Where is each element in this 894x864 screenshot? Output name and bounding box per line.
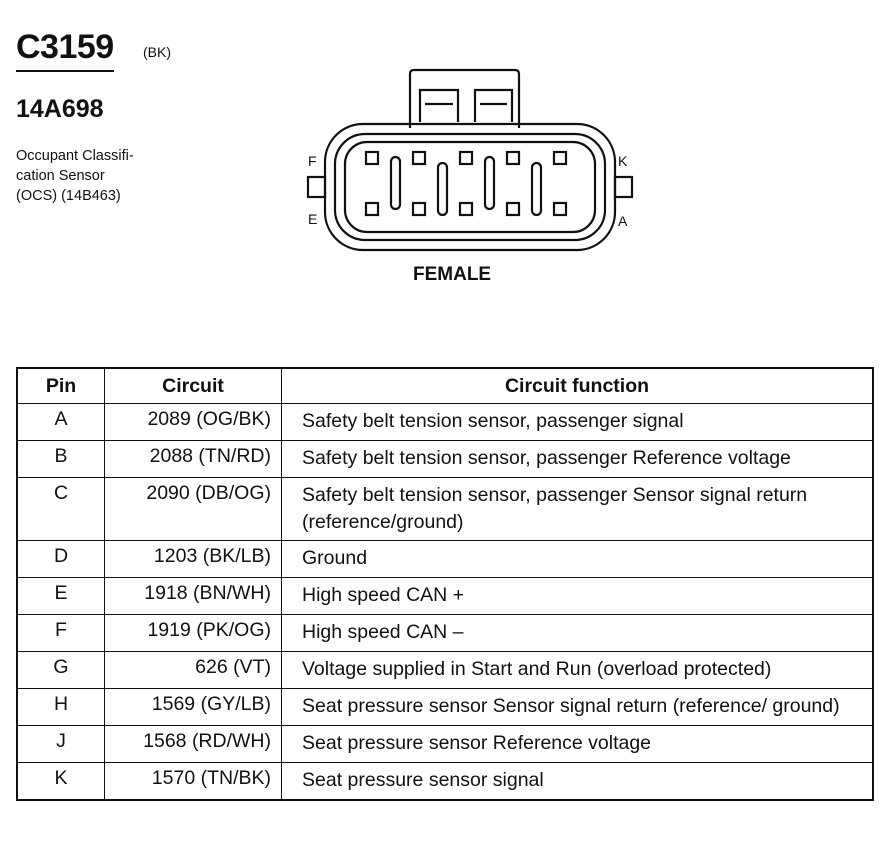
table-row: F 1919 (PK/OG) High speed CAN – <box>16 614 874 652</box>
cavity-outline <box>343 140 597 234</box>
cell-circuit: 626 (VT) <box>104 651 282 689</box>
connector-id: C3159 <box>16 28 114 66</box>
cell-pin: K <box>16 762 105 801</box>
cell-pin: G <box>16 651 105 689</box>
cell-pin: J <box>16 725 105 763</box>
pin-label-a: A <box>618 213 628 229</box>
cell-pin: H <box>16 688 105 726</box>
cell-function: Seat pressure sensor Reference voltage <box>281 725 874 763</box>
table-row: G 626 (VT) Voltage supplied in Start and… <box>16 651 874 689</box>
connector-color: (BK) <box>143 44 171 60</box>
cell-circuit: 2090 (DB/OG) <box>104 477 282 541</box>
latch-right-tab <box>473 88 514 122</box>
cell-function: Seat pressure sensor signal <box>281 762 874 801</box>
header-circuit: Circuit <box>104 367 282 404</box>
pinout-table: Pin Circuit Circuit function A 2089 (OG/… <box>16 367 874 801</box>
header-pin: Pin <box>16 367 105 404</box>
description-line: Occupant Classifi- <box>16 148 134 164</box>
connector-id-underline <box>16 70 114 72</box>
table-header-row: Pin Circuit Circuit function <box>16 367 874 404</box>
cell-function: Safety belt tension sensor, passenger Se… <box>281 477 874 541</box>
cell-circuit: 2088 (TN/RD) <box>104 440 282 478</box>
table-row: J 1568 (RD/WH) Seat pressure sensor Refe… <box>16 725 874 763</box>
latch-outer <box>408 68 521 128</box>
table-row: D 1203 (BK/LB) Ground <box>16 540 874 578</box>
cell-circuit: 1569 (GY/LB) <box>104 688 282 726</box>
cell-pin: F <box>16 614 105 652</box>
cell-function: High speed CAN + <box>281 577 874 615</box>
description-line: cation Sensor <box>16 168 105 184</box>
table-row: E 1918 (BN/WH) High speed CAN + <box>16 577 874 615</box>
connector-face-svg: F E K A <box>306 68 634 252</box>
cell-pin: A <box>16 403 105 441</box>
pinout-table-container: Pin Circuit Circuit function A 2089 (OG/… <box>16 367 874 801</box>
cell-function: Ground <box>281 540 874 578</box>
table-row: H 1569 (GY/LB) Seat pressure sensor Sens… <box>16 688 874 726</box>
pin-label-k: K <box>618 153 628 169</box>
pin-label-e: E <box>308 211 317 227</box>
cell-circuit: 1568 (RD/WH) <box>104 725 282 763</box>
table-row: B 2088 (TN/RD) Safety belt tension senso… <box>16 440 874 478</box>
cell-function: High speed CAN – <box>281 614 874 652</box>
description-line: (OCS) (14B463) <box>16 188 121 204</box>
cell-circuit: 1203 (BK/LB) <box>104 540 282 578</box>
cell-circuit: 2089 (OG/BK) <box>104 403 282 441</box>
cell-pin: E <box>16 577 105 615</box>
connector-gender-label: FEMALE <box>413 264 492 285</box>
cell-pin: D <box>16 540 105 578</box>
table-row: C 2090 (DB/OG) Safety belt tension senso… <box>16 477 874 541</box>
left-key <box>306 175 327 199</box>
pin-label-f: F <box>308 153 317 169</box>
cell-function: Seat pressure sensor Sensor signal retur… <box>281 688 874 726</box>
connector-description: Occupant Classifi- cation Sensor (OCS) (… <box>16 146 176 206</box>
cell-circuit: 1918 (BN/WH) <box>104 577 282 615</box>
table-row: A 2089 (OG/BK) Safety belt tension senso… <box>16 403 874 441</box>
cell-function: Safety belt tension sensor, passenger si… <box>281 403 874 441</box>
housing-inner <box>333 132 607 242</box>
header-function: Circuit function <box>281 367 874 404</box>
cell-pin: B <box>16 440 105 478</box>
cell-function: Voltage supplied in Start and Run (overl… <box>281 651 874 689</box>
cell-pin: C <box>16 477 105 541</box>
table-row: K 1570 (TN/BK) Seat pressure sensor sign… <box>16 762 874 801</box>
right-key <box>613 175 634 199</box>
latch-left-tab <box>418 88 460 122</box>
cell-function: Safety belt tension sensor, passenger Re… <box>281 440 874 478</box>
part-number: 14A698 <box>16 95 104 123</box>
cell-circuit: 1570 (TN/BK) <box>104 762 282 801</box>
connector-face-diagram: F E K A <box>300 60 640 260</box>
cell-circuit: 1919 (PK/OG) <box>104 614 282 652</box>
